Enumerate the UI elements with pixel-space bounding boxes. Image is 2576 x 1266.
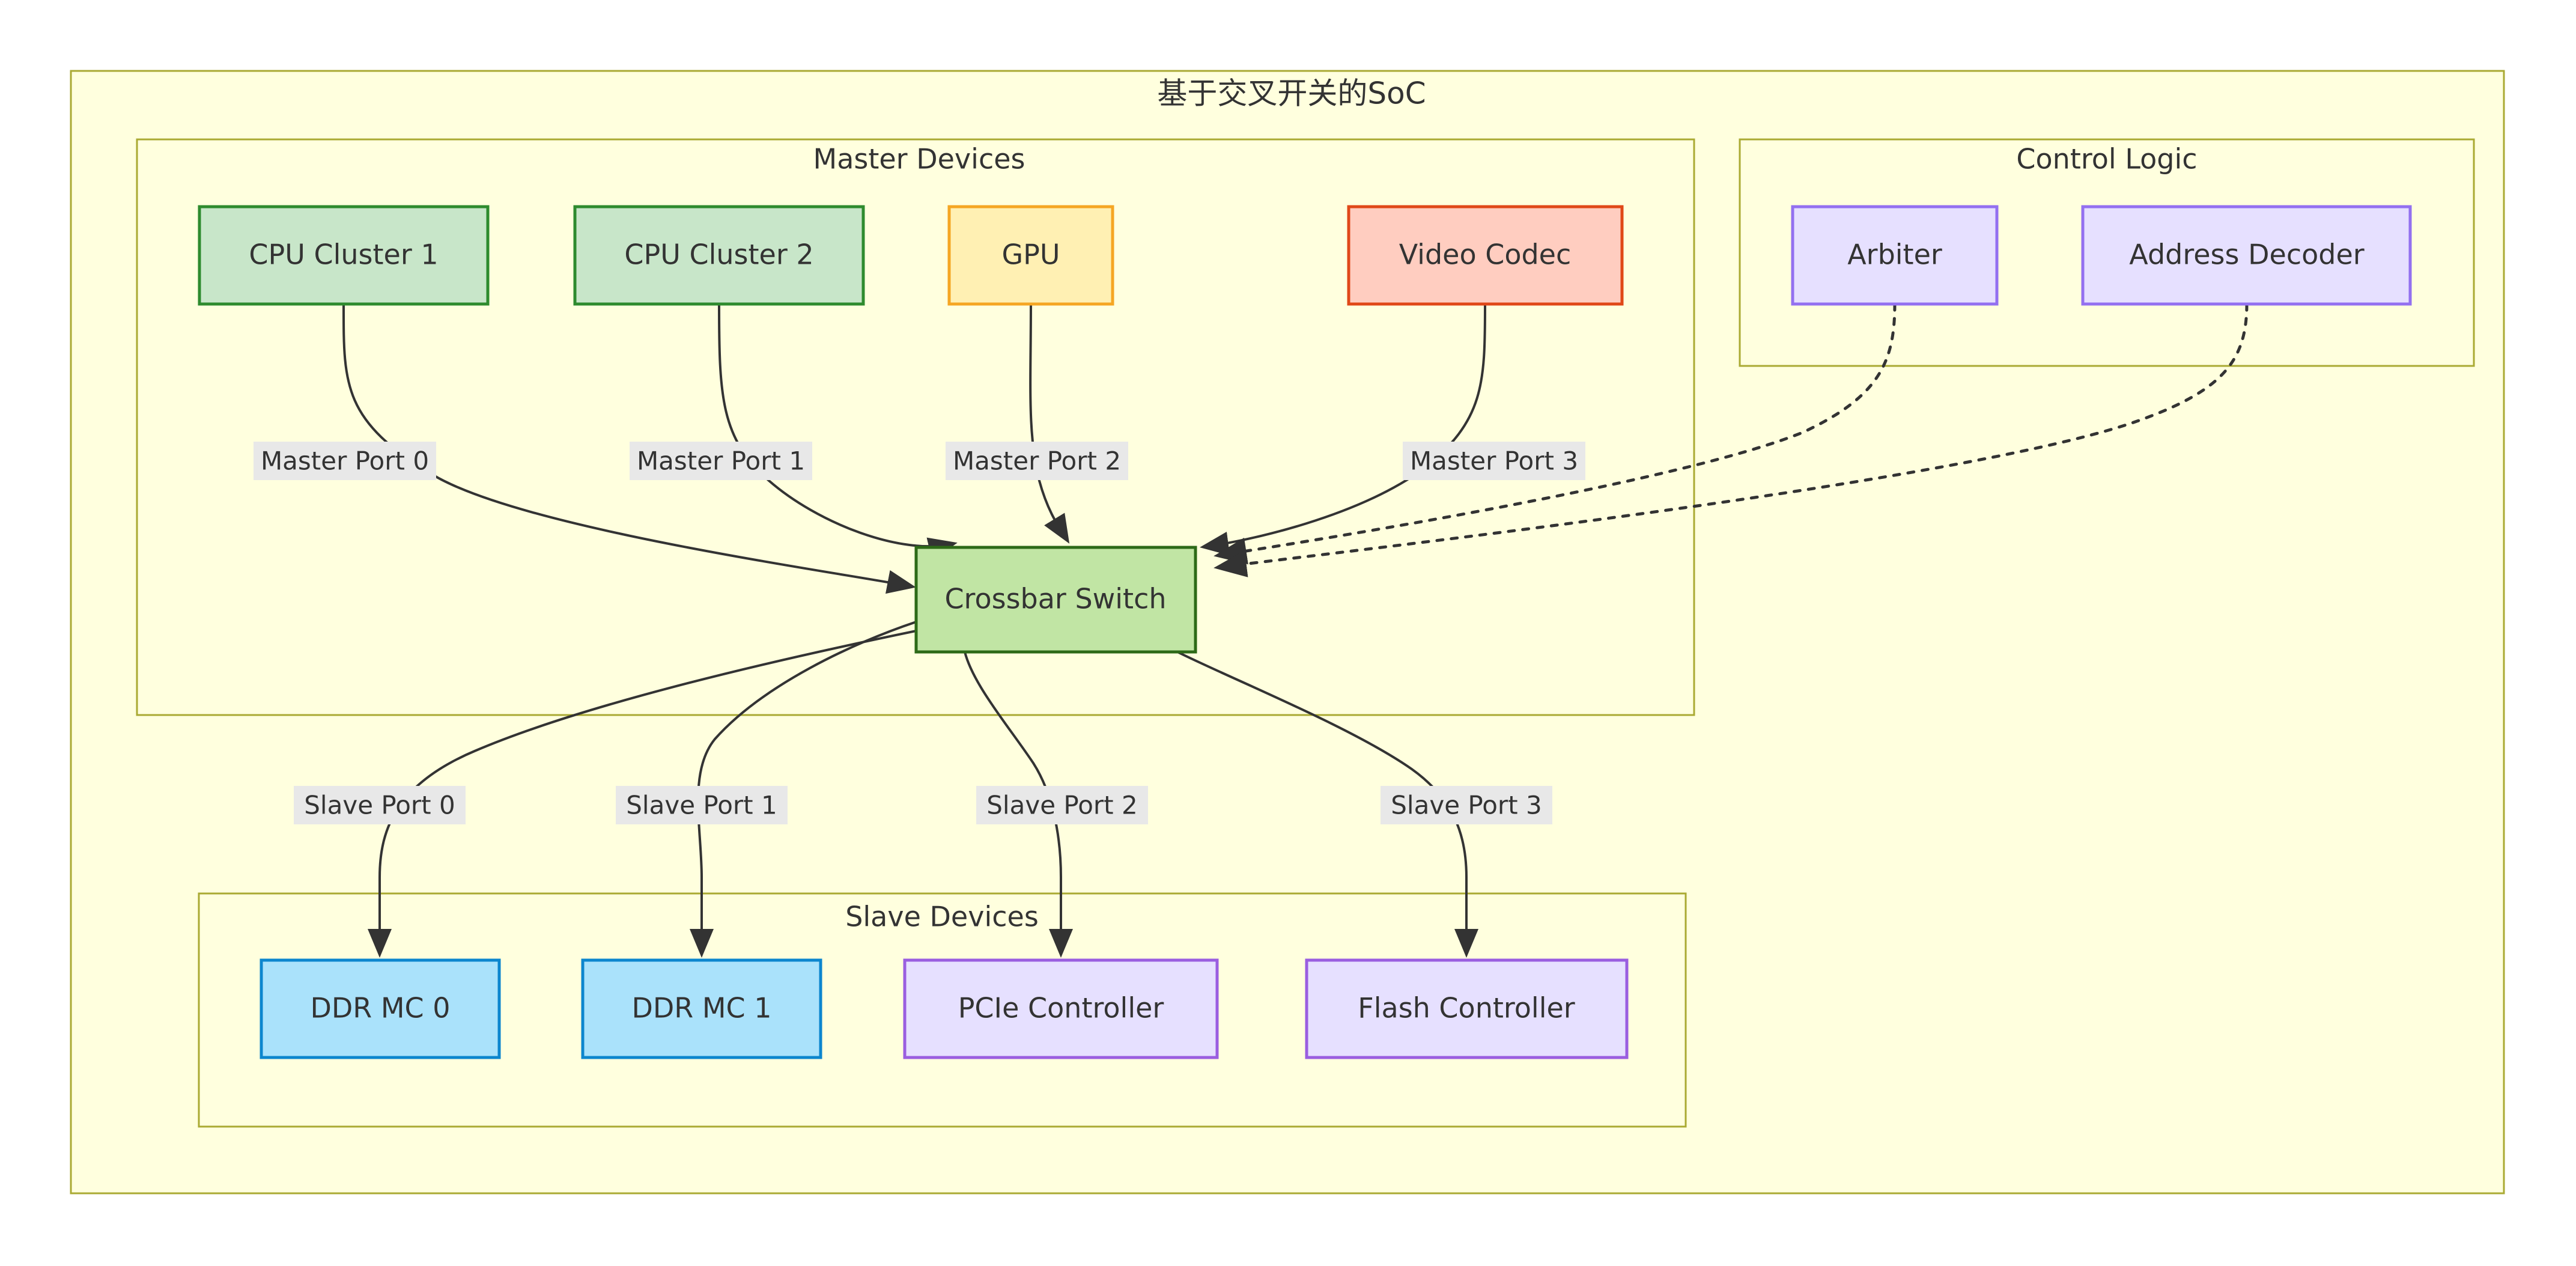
node-crossbar-switch[interactable]: Crossbar Switch [914, 546, 1197, 654]
node-cpu-cluster-2-label: CPU Cluster 2 [624, 239, 813, 271]
node-cpu-cluster-1-label: CPU Cluster 1 [249, 239, 438, 271]
edge-arbiter-to-crossbar [1214, 302, 1897, 565]
edge-label-slave-port-2-text: Slave Port 2 [986, 791, 1137, 820]
node-gpu-rect[interactable] [947, 205, 1114, 306]
node-cpu-cluster-1-rect[interactable] [198, 205, 490, 306]
node-flash-controller-label: Flash Controller [1358, 992, 1575, 1024]
edge-label-master-port-0-bg [254, 442, 436, 480]
cluster-master-devices-label: Master Devices [813, 143, 1025, 175]
edges-control-to-crossbar [1214, 302, 2249, 577]
edge-label-master-port-1: Master Port 1 [630, 442, 812, 480]
node-ddr-mc-0-rect[interactable] [260, 958, 501, 1059]
edge-label-master-port-1-bg [630, 442, 812, 480]
edge-label-master-port-3-text: Master Port 3 [1410, 446, 1578, 476]
node-address-decoder-label: Address Decoder [2129, 239, 2364, 271]
edge-label-slave-port-3-text: Slave Port 3 [1391, 791, 1542, 820]
edge-crossbar-to-flash [1177, 651, 1478, 958]
edge-label-master-port-3: Master Port 3 [1403, 442, 1585, 480]
edge-label-slave-port-1: Slave Port 1 [616, 786, 788, 824]
edge-label-slave-port-0-text: Slave Port 0 [304, 791, 455, 820]
edge-label-slave-port-1-text: Slave Port 1 [626, 791, 777, 820]
node-crossbar-switch-label: Crossbar Switch [944, 583, 1166, 615]
node-ddr-mc-0[interactable]: DDR MC 0 [260, 958, 501, 1059]
edge-cpu1-to-crossbar [342, 303, 916, 594]
edge-label-master-port-3-bg [1403, 442, 1585, 480]
edge-label-slave-port-0: Slave Port 0 [294, 786, 466, 824]
node-address-decoder-rect[interactable] [2081, 205, 2412, 306]
edge-label-slave-port-2-bg [976, 786, 1148, 824]
node-flash-controller[interactable]: Flash Controller [1305, 958, 1629, 1059]
cluster-control-logic-label: Control Logic [2016, 143, 2197, 175]
edge-label-master-port-0-text: Master Port 0 [261, 446, 429, 476]
node-video-codec-rect[interactable] [1347, 205, 1624, 306]
edge-label-slave-port-2: Slave Port 2 [976, 786, 1148, 824]
edge-label-master-port-2: Master Port 2 [946, 442, 1128, 480]
edges-crossbar-to-slaves [368, 621, 1478, 958]
edge-crossbar-to-pcie [964, 651, 1073, 958]
page-title: 基于交叉开关的SoC [1157, 76, 1426, 111]
node-video-codec-label: Video Codec [1399, 239, 1572, 271]
edge-label-slave-port-0-bg [294, 786, 466, 824]
node-cpu-cluster-1[interactable]: CPU Cluster 1 [198, 205, 490, 306]
edge-cpu2-to-crossbar [718, 303, 958, 561]
edge-label-master-port-2-bg [946, 442, 1128, 480]
node-ddr-mc-1[interactable]: DDR MC 1 [581, 958, 822, 1059]
edge-label-slave-port-3: Slave Port 3 [1381, 786, 1552, 824]
node-cpu-cluster-2-rect[interactable] [573, 205, 865, 306]
cluster-slave-devices-label: Slave Devices [845, 901, 1039, 933]
edge-label-slave-port-3-bg [1381, 786, 1552, 824]
node-ddr-mc-0-label: DDR MC 0 [310, 992, 450, 1024]
node-gpu[interactable]: GPU [947, 205, 1114, 306]
node-ddr-mc-1-rect[interactable] [581, 958, 822, 1059]
node-address-decoder[interactable]: Address Decoder [2081, 205, 2412, 306]
node-pcie-controller-label: PCIe Controller [958, 992, 1164, 1024]
node-gpu-label: GPU [1001, 239, 1060, 271]
node-video-codec[interactable]: Video Codec [1347, 205, 1624, 306]
node-pcie-controller[interactable]: PCIe Controller [903, 958, 1219, 1059]
node-ddr-mc-1-label: DDR MC 1 [631, 992, 771, 1024]
node-cpu-cluster-2[interactable]: CPU Cluster 2 [573, 205, 865, 306]
edge-label-master-port-2-text: Master Port 2 [953, 446, 1121, 476]
edge-crossbar-to-ddr1 [690, 621, 917, 958]
node-flash-controller-rect[interactable] [1305, 958, 1629, 1059]
edge-label-master-port-1-text: Master Port 1 [637, 446, 805, 476]
edge-label-master-port-0: Master Port 0 [254, 442, 436, 480]
node-arbiter-label: Arbiter [1847, 239, 1942, 271]
node-crossbar-switch-rect[interactable] [914, 546, 1197, 654]
edge-crossbar-to-ddr0 [368, 630, 917, 958]
node-arbiter-rect[interactable] [1791, 205, 1999, 306]
node-arbiter[interactable]: Arbiter [1791, 205, 1999, 306]
node-pcie-controller-rect[interactable] [903, 958, 1219, 1059]
edge-label-slave-port-1-bg [616, 786, 788, 824]
edge-addressdecoder-to-crossbar [1214, 302, 2249, 577]
